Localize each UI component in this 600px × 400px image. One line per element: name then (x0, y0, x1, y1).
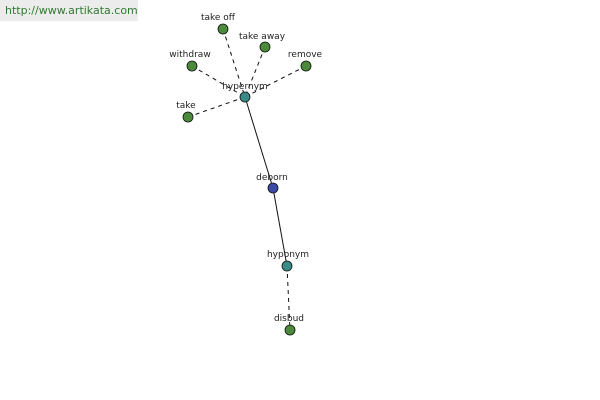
node-hyponym-dot[interactable] (281, 260, 293, 272)
node-disbud-label: disbud (274, 314, 304, 324)
node-take-off-dot[interactable] (217, 23, 229, 35)
node-remove[interactable]: remove (288, 50, 323, 72)
node-take-off[interactable]: take off (201, 13, 236, 35)
node-remove-dot[interactable] (300, 60, 312, 72)
node-deborn[interactable]: deborn (256, 173, 288, 194)
node-disbud[interactable]: disbud (274, 314, 304, 336)
node-hypernym-dot[interactable] (239, 91, 251, 103)
watermark-url: http://www.artikata.com (0, 0, 138, 21)
node-hypernym[interactable]: hypernym (222, 82, 268, 103)
edge-deborn-to-hyponym (272, 187, 288, 267)
node-take-away-dot[interactable] (259, 41, 271, 53)
node-withdraw-dot[interactable] (186, 60, 198, 72)
edge-take-to-hypernym (187, 96, 246, 118)
node-take[interactable]: take (176, 101, 196, 123)
node-withdraw[interactable]: withdraw (169, 50, 211, 72)
node-hyponym[interactable]: hyponym (267, 250, 309, 272)
node-deborn-label: deborn (256, 173, 288, 183)
edge-take-off-to-hypernym (222, 28, 246, 98)
node-withdraw-label: withdraw (169, 50, 210, 60)
edge-remove-to-hypernym (244, 65, 307, 98)
node-take-dot[interactable] (182, 111, 194, 123)
node-hyponym-label: hyponym (267, 250, 309, 260)
node-take-off-label: take off (201, 13, 236, 23)
node-take-away-label: take away (239, 32, 286, 42)
node-disbud-dot[interactable] (284, 324, 296, 336)
edge-hypernym-to-deborn (244, 96, 274, 189)
edge-withdraw-to-hypernym (191, 65, 246, 98)
node-take-label: take (176, 101, 196, 111)
node-deborn-dot[interactable] (267, 182, 279, 194)
node-hypernym-label: hypernym (222, 82, 268, 92)
node-take-away[interactable]: take away (239, 32, 286, 53)
edge-take-away-to-hypernym (244, 46, 266, 98)
node-remove-label: remove (288, 50, 323, 60)
edge-hyponym-to-disbud (286, 265, 291, 331)
